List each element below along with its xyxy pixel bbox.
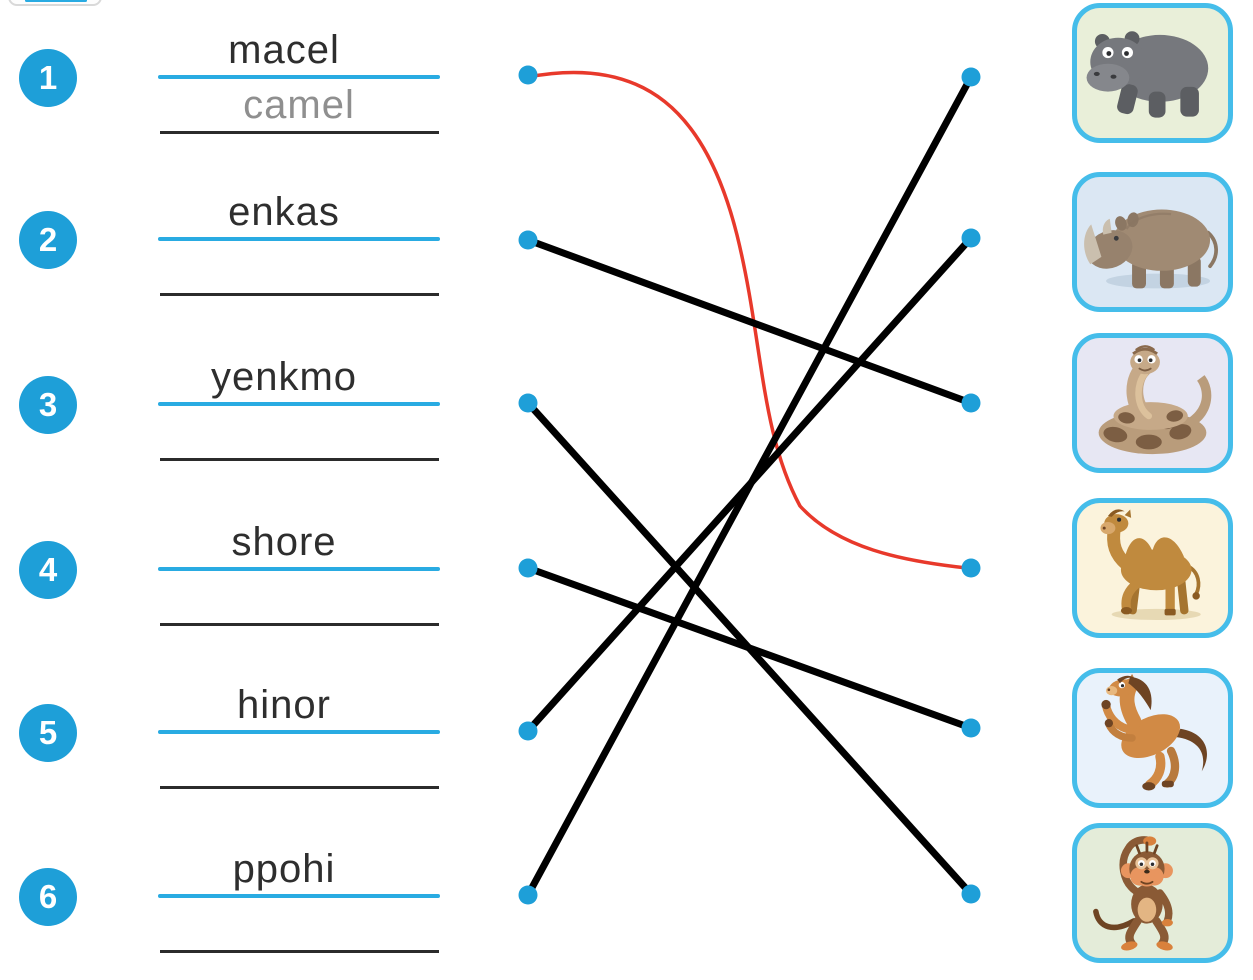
fragment-underline (25, 0, 87, 2)
scrambled-word: hinor (237, 683, 331, 727)
match-dot-left-5[interactable] (518, 721, 538, 741)
connection-line-2-to-3 (524, 236, 975, 407)
exercise-item-2: 2 enkas (0, 175, 470, 300)
writing-line[interactable] (160, 786, 439, 789)
writing-line[interactable] (160, 623, 439, 626)
scrambled-word: yenkmo (210, 355, 358, 399)
match-dot-right-2[interactable] (961, 228, 981, 248)
scrambled-word: macel (228, 28, 340, 72)
match-dot-left-1[interactable] (518, 65, 538, 85)
animal-card-rhino[interactable] (1072, 172, 1233, 312)
rhino-illustration (1084, 209, 1218, 289)
connection-line-3-to-6 (524, 399, 975, 898)
word-underline (158, 237, 440, 241)
exercise-item-3: 3 yenkmo (0, 340, 470, 465)
item-number-badge: 1 (19, 49, 77, 107)
snake-illustration (1098, 345, 1212, 455)
match-dot-left-4[interactable] (518, 558, 538, 578)
item-number-badge: 3 (19, 376, 77, 434)
scrambled-word: enkas (228, 190, 340, 234)
item-number-badge: 6 (19, 868, 77, 926)
animal-card-snake[interactable] (1072, 333, 1233, 473)
exercise-item-4: 4 shore (0, 505, 470, 630)
horse-illustration (1101, 673, 1207, 791)
monkey-illustration (1093, 836, 1173, 951)
camel-illustration (1100, 509, 1201, 620)
exercise-item-6: 6 ppohi (0, 832, 470, 957)
connection-line-1-to-4 (526, 70, 969, 570)
word-underline (158, 75, 440, 79)
match-dot-right-3[interactable] (961, 393, 981, 413)
writing-line[interactable] (160, 950, 439, 953)
item-number-badge: 4 (19, 541, 77, 599)
written-answer (158, 408, 440, 456)
word-underline (158, 730, 440, 734)
match-dot-right-4[interactable] (961, 558, 981, 578)
connection-line-5-to-2 (524, 234, 975, 735)
word-underline (158, 567, 440, 571)
exercise-item-5: 5 hinor (0, 668, 470, 793)
scrambled-word: ppohi (232, 847, 336, 891)
written-answer (158, 900, 440, 948)
word-underline (158, 894, 440, 898)
written-answer (158, 736, 440, 784)
exercise-item-1: 1 macel camel (0, 13, 470, 138)
match-dot-right-1[interactable] (961, 67, 981, 87)
match-dot-right-6[interactable] (961, 884, 981, 904)
animal-card-camel[interactable] (1072, 498, 1233, 638)
connection-line-6-to-1 (524, 73, 975, 899)
writing-line[interactable] (160, 131, 439, 134)
example-answer: camel (243, 83, 355, 127)
match-dot-left-2[interactable] (518, 230, 538, 250)
writing-line[interactable] (160, 293, 439, 296)
match-dot-left-3[interactable] (518, 393, 538, 413)
animal-card-hippo[interactable] (1072, 3, 1233, 143)
animal-card-horse[interactable] (1072, 668, 1233, 808)
animal-card-monkey[interactable] (1072, 823, 1233, 963)
match-dot-right-5[interactable] (961, 718, 981, 738)
item-number-badge: 2 (19, 211, 77, 269)
writing-line[interactable] (160, 458, 439, 461)
hippo-illustration (1086, 31, 1209, 118)
written-answer (158, 243, 440, 291)
cropped-element-fragment (8, 0, 102, 6)
connection-line-4-to-5 (524, 564, 975, 732)
item-number-badge: 5 (19, 704, 77, 762)
match-dot-left-6[interactable] (518, 885, 538, 905)
word-underline (158, 402, 440, 406)
scrambled-word: shore (231, 520, 337, 564)
written-answer (158, 573, 440, 621)
